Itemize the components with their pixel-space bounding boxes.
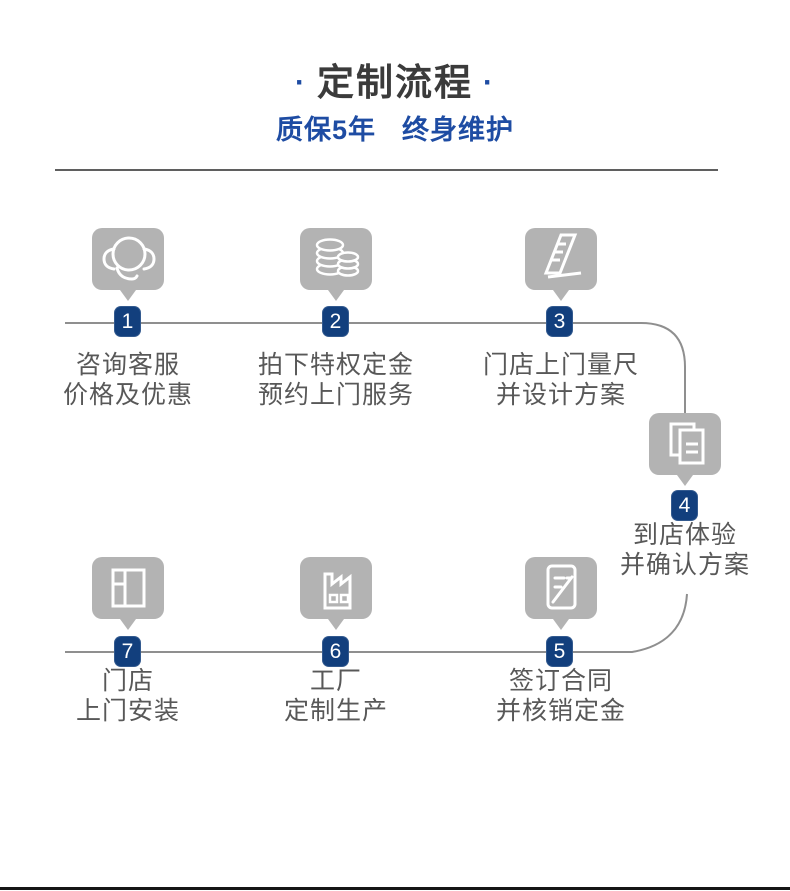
coins-icon [300, 228, 372, 301]
step-1-label: 咨询客服 价格及优惠 [62, 351, 193, 409]
ruler-icon [525, 228, 597, 301]
headset-icon [92, 228, 164, 301]
step-2-label: 拍下特权定金 预约上门服务 [257, 351, 414, 409]
header-divider [55, 169, 718, 171]
flow-line-bottom [65, 593, 688, 653]
step-number-badge: 4 [671, 490, 698, 521]
title-dot-left: · [295, 66, 307, 99]
step-number-badge: 7 [114, 636, 141, 667]
step-4-label: 到店体验 并确认方案 [619, 521, 750, 579]
maintenance-text: 终身维护 [402, 115, 515, 145]
step-number-badge: 2 [322, 306, 349, 337]
step-7-label: 门店 上门安装 [75, 667, 180, 725]
step-number-badge: 3 [546, 306, 573, 337]
step-number-badge: 1 [114, 306, 141, 337]
flow-line-top [65, 322, 686, 416]
step-6-label: 工厂 定制生产 [283, 667, 388, 725]
warranty-text: 质保5年 [275, 115, 377, 145]
factory-icon [300, 557, 372, 630]
documents-icon [649, 413, 721, 486]
page-title: · 定制流程 · [0, 52, 790, 106]
store-icon [92, 557, 164, 630]
bottom-border [0, 887, 790, 890]
step-number-badge: 5 [546, 636, 573, 667]
page-subtitle: 质保5年终身维护 [0, 108, 790, 147]
contract-icon [525, 557, 597, 630]
step-number-badge: 6 [322, 636, 349, 667]
page-title-text: 定制流程 [317, 62, 473, 103]
step-3-label: 门店上门量尺 并设计方案 [482, 351, 639, 409]
title-dot-right: · [483, 66, 495, 99]
step-5-label: 签订合同 并核销定金 [495, 667, 626, 725]
